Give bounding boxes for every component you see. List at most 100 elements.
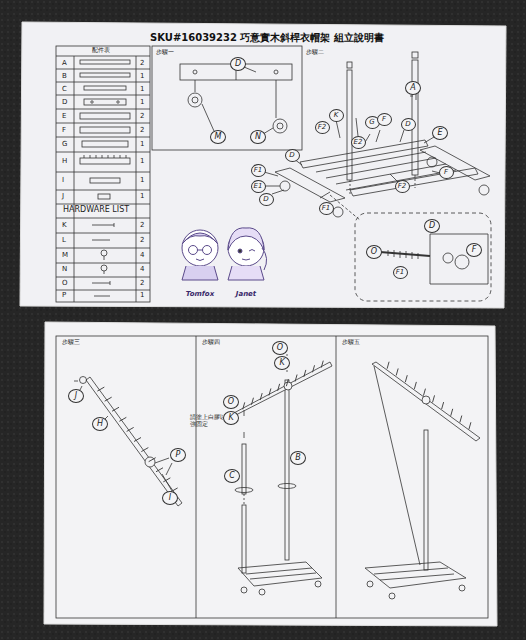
callout-letter: D [401,118,416,131]
peg [127,427,134,431]
peg [119,417,126,421]
table-text: E [62,113,66,121]
callout-letter: N [250,130,266,144]
peg [469,422,471,429]
table-text: I [62,177,64,185]
table-text: J [62,193,64,201]
table-text: C [62,86,67,94]
callout-letter: F [439,166,454,179]
table-text: 2 [140,113,144,121]
table-text: 2 [140,222,144,230]
table-text: 2 [140,60,144,68]
table-text: 1 [140,158,144,166]
callout-letter: F1 [393,266,408,279]
table-text: 1 [140,177,144,185]
sheet-title: SKU#16039232 巧意實木斜桿衣帽架 組立說明書 [150,31,384,45]
table-text: L [62,237,66,245]
callout-letter: E [432,126,448,140]
peg [269,388,271,395]
callout-letter: F2 [315,121,330,134]
table-text: H [62,158,67,166]
callout-letter: K [223,411,239,425]
table-text: 1 [140,99,144,107]
table-text: 配件表 [92,47,110,54]
callout-letter: B [290,451,306,465]
table-text: HARDWARE LIST [63,206,129,215]
peg [460,416,462,423]
table-text: B [62,73,67,81]
table-text: 步驟三 [62,339,80,346]
table-text: 1 [140,73,144,81]
peg [134,438,141,442]
peg [278,384,280,391]
callout-letter: F1 [319,202,334,215]
peg [423,389,425,396]
table-text: D [62,99,67,107]
callout-letter: A [405,81,421,95]
peg [442,402,444,409]
callout-letter: E1 [251,180,266,193]
table-text: 步驟二 [306,49,324,56]
peg [105,397,112,401]
character-name: Janet [236,291,256,299]
callout-letter: M [210,130,226,144]
table-text: 1 [140,193,144,201]
callout-letter: F1 [251,164,266,177]
peg [156,468,163,472]
callout-letter: O [223,395,239,409]
peg [149,458,156,462]
callout-letter: D [230,57,246,71]
callout-letter: C [224,469,240,483]
callout-letter: D [259,193,274,206]
callout-letter: P [170,448,186,462]
peg [163,478,170,482]
peg [251,398,253,405]
callout-letter: J [68,389,84,403]
callout-letter: K [329,109,344,122]
peg [313,365,315,372]
peg [304,370,306,377]
table-text: 步驟五 [342,339,360,346]
callout-letter: I [162,491,178,505]
table-text: 2 [140,127,144,135]
peg [286,379,288,386]
peg [112,407,119,411]
callout-letter: F [377,113,392,126]
callout-letter: F2 [395,180,410,193]
table-text: 1 [140,86,144,94]
table-text: N [62,266,67,274]
table-text: P [62,292,66,300]
peg [414,382,416,389]
table-text: F [62,127,66,135]
table-text: 步驟四 [202,339,220,346]
peg [260,393,262,400]
table-text: G [62,141,67,149]
callout-letter: H [92,417,108,431]
callout-letter: O [366,245,382,259]
table-text: 2 [140,280,144,288]
callout-letter: O [272,341,288,355]
table-text: K [62,222,67,230]
table-text: M [62,252,68,260]
peg [451,409,453,416]
peg [433,395,435,402]
peg [321,361,323,368]
peg [396,368,398,375]
peg [387,362,389,369]
peg [97,387,104,391]
callout-letter: D [285,149,300,162]
callout-letter: F [466,243,482,257]
callout-letter: D [424,219,440,233]
character-name: Tomfox [186,291,214,299]
table-text: O [62,280,68,288]
callout-letter: E2 [351,136,366,149]
table-text: 4 [140,252,144,260]
peg [405,375,407,382]
peg [295,375,297,382]
table-text: 1 [140,141,144,149]
table-text: 4 [140,266,144,274]
callout-letter: K [274,356,290,370]
table-text: 步驟一 [156,49,174,56]
peg [243,402,245,409]
